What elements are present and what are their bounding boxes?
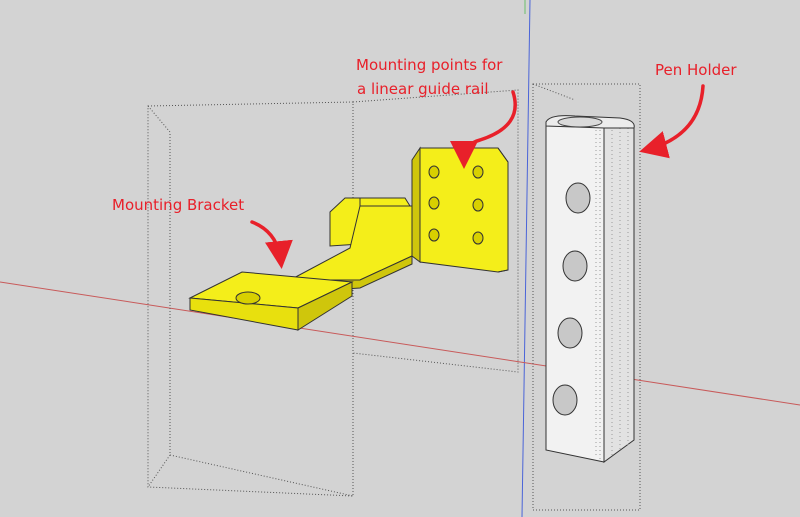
pen-holder-model[interactable]	[545, 115, 635, 463]
rail-hole	[428, 196, 440, 210]
curved-arrow-icon	[450, 90, 517, 169]
pen-hole	[557, 317, 583, 349]
rail-hole	[428, 165, 440, 179]
pen-hole	[562, 250, 588, 282]
annotation-arrows	[250, 84, 705, 269]
pen-hole	[552, 384, 578, 416]
pen-hole	[565, 182, 591, 214]
bounding-boxes	[147, 83, 641, 511]
red-axis	[0, 281, 800, 406]
mounting-bracket-label: Mounting Bracket	[112, 196, 245, 214]
pen-holder-label: Pen Holder	[655, 61, 737, 79]
rail-plate-edge	[497, 147, 509, 273]
pen-holder-front	[545, 121, 605, 463]
pen-holder-stipple	[595, 126, 629, 460]
blue-axis	[521, 0, 531, 517]
rail-mounting-holes	[428, 165, 484, 245]
guide-rail-label-line1: Mounting points for	[356, 56, 503, 74]
rail-hole	[428, 228, 440, 242]
mounting-bracket-model[interactable]	[188, 146, 509, 331]
curved-arrow-icon	[639, 84, 705, 159]
foot-plate-hole	[235, 291, 261, 305]
rail-hole	[472, 165, 484, 179]
guide-rail-label-line2: a linear guide rail	[357, 80, 489, 98]
pen-holder-side	[603, 121, 635, 463]
rail-hole	[472, 231, 484, 245]
rail-hole	[472, 198, 484, 212]
foot-plate-side	[297, 281, 353, 331]
curved-arrow-icon	[250, 220, 293, 269]
rail-plate-side	[411, 146, 421, 263]
pen-holder-bore	[557, 116, 603, 128]
pen-holder-holes	[552, 182, 591, 416]
